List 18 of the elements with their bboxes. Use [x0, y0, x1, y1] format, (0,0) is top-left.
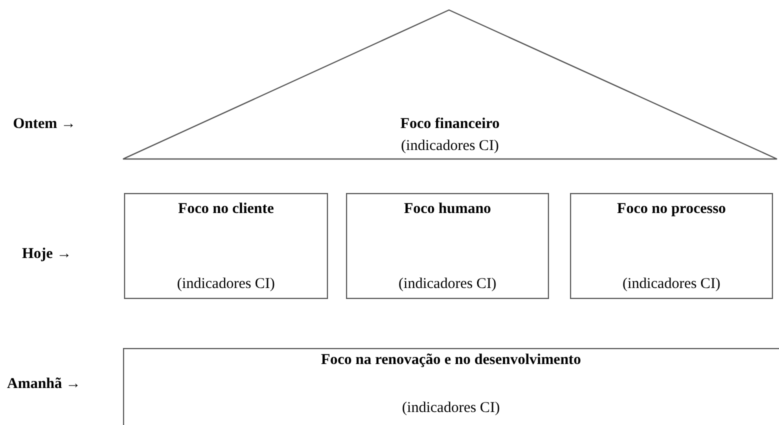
- process-box: [346, 193, 549, 299]
- node-subtitle: (indicadores CI): [398, 276, 498, 293]
- node-subtitle: (indicadores CI): [400, 138, 500, 155]
- node-title: Foco no processo: [616, 201, 727, 218]
- triangle-roof: [122, 9, 778, 160]
- foundation-box: [123, 348, 779, 425]
- node-title: Foco na renovação e no desenvolvimento: [320, 352, 582, 369]
- time-label: Ontem →: [13, 116, 76, 133]
- node-subtitle: (indicadores CI): [176, 276, 276, 293]
- node-title: Foco financeiro: [399, 116, 501, 133]
- node-title: Foco no cliente: [177, 201, 275, 218]
- time-label: Hoje →: [22, 246, 72, 263]
- node-subtitle: (indicadores CI): [622, 276, 722, 293]
- node-subtitle: (indicadores CI): [401, 400, 501, 417]
- process-box: [570, 193, 773, 299]
- node-title: Foco humano: [402, 201, 492, 218]
- time-label: Amanhã →: [7, 376, 81, 393]
- process-box: [124, 193, 328, 299]
